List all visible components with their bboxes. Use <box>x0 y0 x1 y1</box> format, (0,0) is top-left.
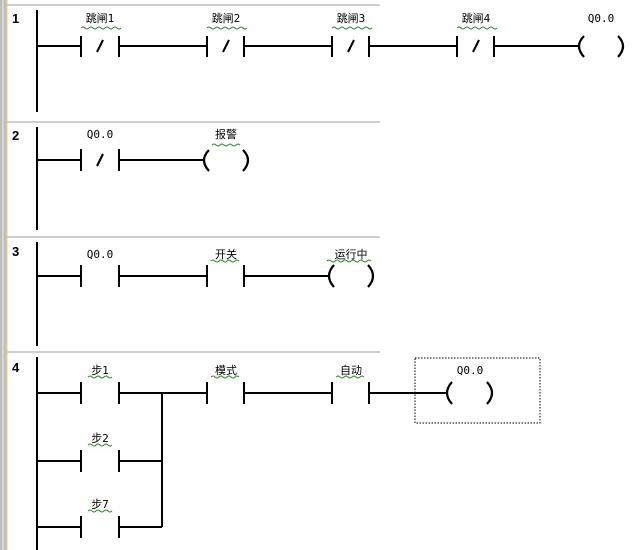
nc-contact-trip-1[interactable]: 跳闸1 <box>80 11 122 57</box>
network-number: 2 <box>12 128 19 143</box>
contact-label: 跳闸3 <box>337 11 366 25</box>
contact-label: 步7 <box>91 498 109 511</box>
no-contact-mode[interactable]: 模式 <box>206 364 245 404</box>
network-4[interactable]: 4 步1 模式 自动 <box>12 357 541 550</box>
contact-label: 跳闸1 <box>86 11 115 25</box>
output-coil-q0-0-selected[interactable]: Q0.0 <box>414 357 541 424</box>
nc-contact-trip-2[interactable]: 跳闸2 <box>206 11 248 57</box>
coil-label: 运行中 <box>335 248 368 261</box>
network-number: 3 <box>12 244 19 259</box>
selection-box <box>414 357 541 424</box>
no-contact-q0-0[interactable]: Q0.0 <box>80 248 120 287</box>
network-number: 1 <box>12 11 19 26</box>
no-contact-step-1[interactable]: 步1 <box>80 364 120 404</box>
network-3[interactable]: 3 Q0.0 开关 运行中 <box>12 242 375 346</box>
contact-label: 跳闸4 <box>462 11 491 25</box>
no-contact-auto[interactable]: 自动 <box>331 364 370 404</box>
contact-label: 步2 <box>91 432 109 445</box>
branch-wire <box>37 393 163 528</box>
contact-label: Q0.0 <box>87 128 114 141</box>
nc-contact-trip-3[interactable]: 跳闸3 <box>331 11 373 57</box>
output-coil-running[interactable]: 运行中 <box>326 248 375 288</box>
output-coil-q0-0[interactable]: Q0.0 <box>577 12 625 58</box>
network-2[interactable]: 2 Q0.0 报警 <box>12 127 250 230</box>
contact-label: 模式 <box>215 364 237 377</box>
coil-label: 报警 <box>215 127 237 141</box>
contact-label: 步1 <box>91 364 109 377</box>
output-coil-alarm[interactable]: 报警 <box>202 127 250 172</box>
contact-label: 自动 <box>340 364 362 377</box>
coil-label: Q0.0 <box>588 12 615 25</box>
no-contact-step-7[interactable]: 步7 <box>80 498 120 538</box>
nc-contact-q0-0[interactable]: Q0.0 <box>80 128 120 171</box>
network-number: 4 <box>12 360 20 375</box>
no-contact-step-2[interactable]: 步2 <box>80 432 120 472</box>
coil-label: Q0.0 <box>457 364 484 377</box>
network-1[interactable]: 1 跳闸1 跳闸2 跳闸3 <box>12 10 625 112</box>
contact-label: 跳闸2 <box>212 11 241 25</box>
editor-margin <box>0 0 7 550</box>
nc-contact-trip-4[interactable]: 跳闸4 <box>456 11 498 57</box>
no-contact-switch[interactable]: 开关 <box>206 247 245 287</box>
contact-label: 开关 <box>215 247 237 261</box>
contact-label: Q0.0 <box>87 248 114 261</box>
